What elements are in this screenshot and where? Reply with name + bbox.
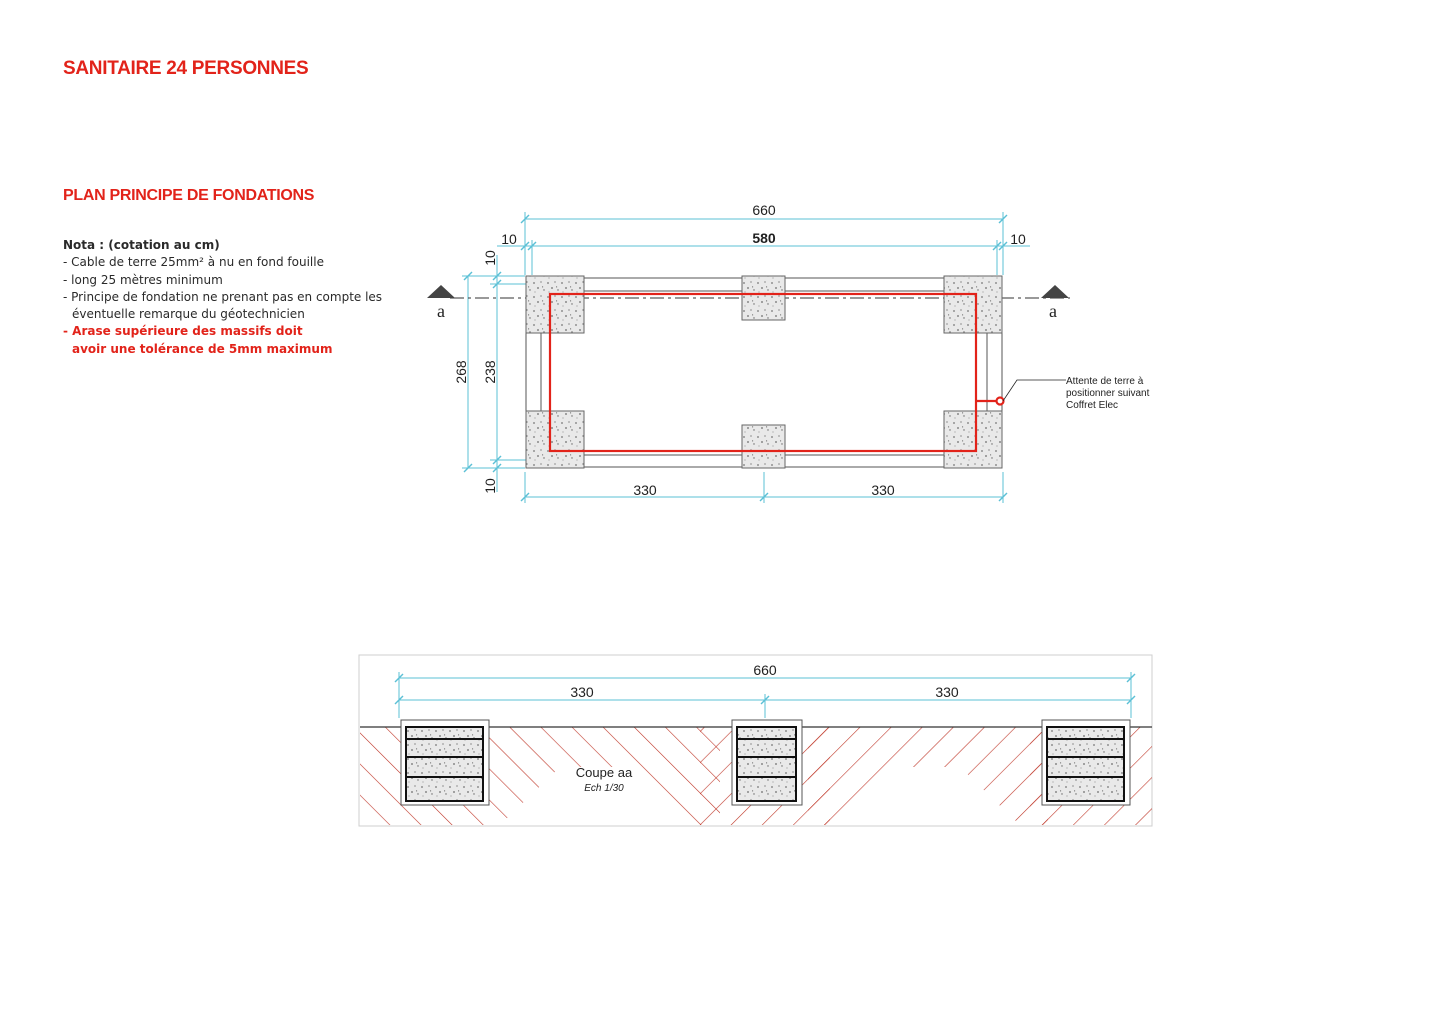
note-line: - Cable de terre 25mm² à nu en fond foui… [63, 255, 324, 270]
section-marker-right-arrow [1041, 285, 1069, 298]
dim-top-margin: 10 [482, 250, 498, 266]
annotation-line-2: positionner suivant [1066, 388, 1150, 399]
annotation-line-3: Coffret Elec [1066, 400, 1118, 411]
section-dim-half-left: 330 [570, 684, 594, 700]
footing-block [741, 424, 786, 469]
footing-block [943, 275, 1003, 334]
plan-tick-marks [463, 214, 1008, 502]
note-line-warning: avoir une tolérance de 5mm maximum [72, 341, 333, 356]
plan-view: 660 580 10 10 330 330 268 238 10 10 a a [427, 202, 1150, 503]
section-tick-marks [394, 673, 1136, 705]
section-dim-total: 660 [753, 662, 777, 678]
page-title: SANITAIRE 24 PERSONNES [63, 58, 309, 79]
dim-half-left: 330 [633, 482, 657, 498]
dim-half-right: 330 [871, 482, 895, 498]
footing-block [525, 275, 585, 334]
footing-block [741, 275, 786, 321]
section-label: Coupe aa [576, 765, 633, 780]
footing-block [525, 410, 585, 469]
dim-right-margin: 10 [1010, 231, 1026, 247]
dim-inner-length: 580 [752, 230, 776, 246]
note-line: éventuelle remarque du géotechnicien [72, 307, 305, 322]
footings [525, 275, 1003, 469]
section-marker-right-label: a [1049, 301, 1057, 321]
dim-bottom-margin: 10 [482, 478, 498, 494]
section-dim-half-right: 330 [935, 684, 959, 700]
section-scale: Ech 1/30 [584, 783, 624, 794]
dim-left-margin: 10 [501, 231, 517, 247]
dim-total-width: 268 [453, 360, 469, 384]
dim-total-length: 660 [752, 202, 776, 218]
notes-heading: Nota : (cotation au cm) [63, 238, 220, 252]
note-line-warning: - Arase supérieure des massifs doit [63, 324, 303, 339]
section-title: PLAN PRINCIPE DE FONDATIONS [63, 187, 315, 204]
section-view: 660 330 330 Coupe aa Ech 1/30 [358, 654, 1153, 827]
footing-block [943, 410, 1003, 469]
earth-cable [548, 292, 1005, 453]
dim-inner-width: 238 [482, 360, 498, 384]
section-marker-left-label: a [437, 301, 445, 321]
annotation-line-1: Attente de terre à [1066, 376, 1144, 387]
annotation-leader [1002, 379, 1066, 402]
notes-block: Nota : (cotation au cm) - Cable de terre… [63, 237, 383, 358]
note-line: - long 25 mètres minimum [63, 272, 223, 287]
footing-sections [400, 719, 1131, 806]
note-line: - Principe de fondation ne prenant pas e… [63, 289, 383, 304]
section-marker-left-arrow [427, 285, 455, 298]
